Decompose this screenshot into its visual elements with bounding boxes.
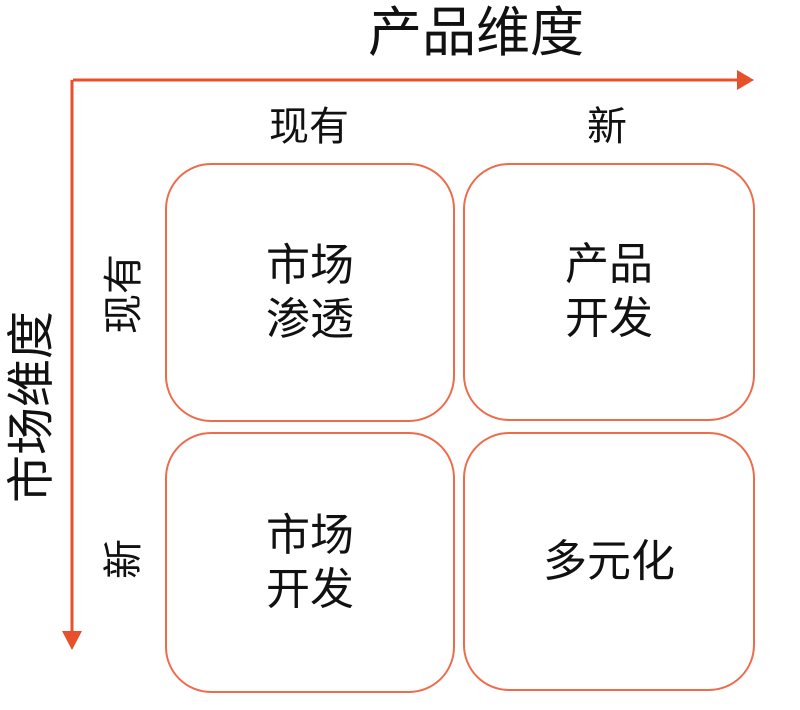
cell-market-penetration: 市场 渗透: [165, 163, 455, 422]
cell-label-line: 市场: [266, 240, 354, 290]
x-axis-arrowhead-icon: [737, 70, 754, 90]
cell-label-line: 市场: [266, 510, 354, 560]
cell-label-line: 多元化: [543, 536, 675, 586]
column-header-existing: 现有: [269, 104, 349, 149]
cell-label-line: 产品: [565, 240, 653, 290]
cell-label-line: 开发: [565, 294, 653, 343]
row-header-existing: 现有: [101, 254, 146, 334]
cell-label-line: 渗透: [266, 294, 354, 344]
x-axis-title: 产品维度: [368, 3, 584, 63]
column-header-new: 新: [587, 104, 627, 149]
cell-label-line: 开发: [266, 564, 354, 614]
cell-diversification: 多元化: [463, 432, 755, 691]
y-axis-title: 市场维度: [5, 310, 59, 504]
row-header-new: 新: [101, 539, 146, 579]
y-axis-arrowhead-icon: [62, 631, 82, 650]
cell-product-development: 产品 开发: [463, 163, 755, 421]
cell-market-development: 市场 开发: [165, 432, 455, 693]
